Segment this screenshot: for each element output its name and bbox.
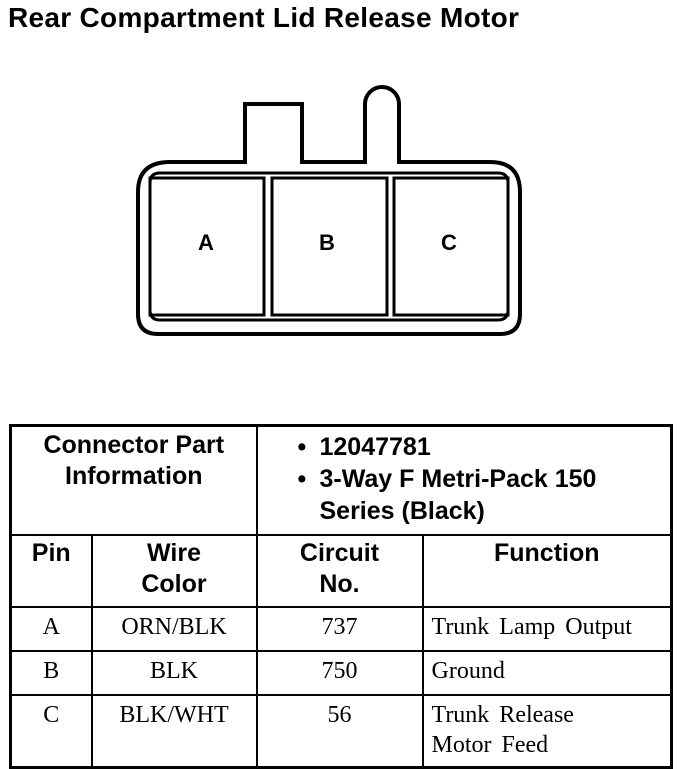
col-header-pin: Pin (9, 534, 93, 608)
pin-label-c: C (441, 230, 457, 255)
column-header-row: Pin Wire Color Circuit No. Function (9, 534, 673, 608)
cell-pin: C (9, 694, 93, 769)
col-header-wire-color-line2: Color (141, 570, 207, 598)
connector-part-info-label-line1: Connector Part (43, 431, 225, 459)
page-title: Rear Compartment Lid Release Motor (8, 2, 520, 33)
cell-circuit: 737 (255, 606, 424, 652)
bullet-icon: • (297, 465, 307, 493)
cell-wire-color: BLK/WHT (90, 694, 258, 769)
table-row: C BLK/WHT 56 Trunk Release Motor Feed (9, 694, 673, 769)
col-header-pin-text: Pin (31, 539, 71, 567)
pin-label-b: B (319, 230, 335, 255)
part-number: 12047781 (319, 433, 431, 461)
connector-part-info-label: Connector Part Information (9, 424, 258, 536)
col-header-wire-color-line1: Wire (147, 539, 201, 567)
pin-label-a: A (198, 230, 214, 255)
pin-cavity-c (392, 176, 510, 317)
connector-body-outline (136, 85, 522, 336)
col-header-circuit-line1: Circuit (299, 539, 380, 567)
cell-function: Ground (421, 650, 673, 696)
cell-wire-color: BLK (90, 650, 258, 696)
connector-part-info-label-line2: Information (65, 462, 203, 490)
col-header-wire-color: Wire Color (90, 534, 258, 608)
part-number-line: • 12047781 (296, 431, 665, 463)
table-row: B BLK 750 Ground (9, 650, 673, 696)
col-header-function: Function (421, 534, 673, 608)
connector-part-info-row: Connector Part Information • 12047781 • … (9, 424, 673, 536)
col-header-circuit: Circuit No. (255, 534, 424, 608)
part-description-line: • 3-Way F Metri-Pack 150 (296, 463, 665, 495)
cell-pin: A (9, 606, 93, 652)
pin-cavity-a (148, 176, 266, 317)
col-header-circuit-line2: No. (319, 570, 360, 598)
connector-diagram: A B C (136, 85, 522, 336)
part-description-line-2: Series (Black) (296, 495, 665, 527)
col-header-function-text: Function (493, 539, 600, 567)
part-description-2: Series (Black) (319, 497, 485, 525)
bullet-icon: • (297, 433, 307, 461)
part-description-1: 3-Way F Metri-Pack 150 (319, 465, 597, 493)
cell-pin: B (9, 650, 93, 696)
connector-part-info-values: • 12047781 • 3-Way F Metri-Pack 150 Seri… (255, 424, 673, 536)
cell-function-line1: Trunk Release (431, 702, 574, 728)
cell-circuit: 56 (255, 694, 424, 769)
cell-function: Trunk Lamp Output (421, 606, 673, 652)
pin-cavity-b (270, 176, 389, 317)
table-row: A ORN/BLK 737 Trunk Lamp Output (9, 606, 673, 652)
cell-wire-color: ORN/BLK (90, 606, 258, 652)
cell-function: Trunk Release Motor Feed (421, 694, 673, 769)
cell-circuit: 750 (255, 650, 424, 696)
connector-info-table: Connector Part Information • 12047781 • … (9, 424, 673, 769)
cell-function-line2: Motor Feed (431, 732, 549, 758)
